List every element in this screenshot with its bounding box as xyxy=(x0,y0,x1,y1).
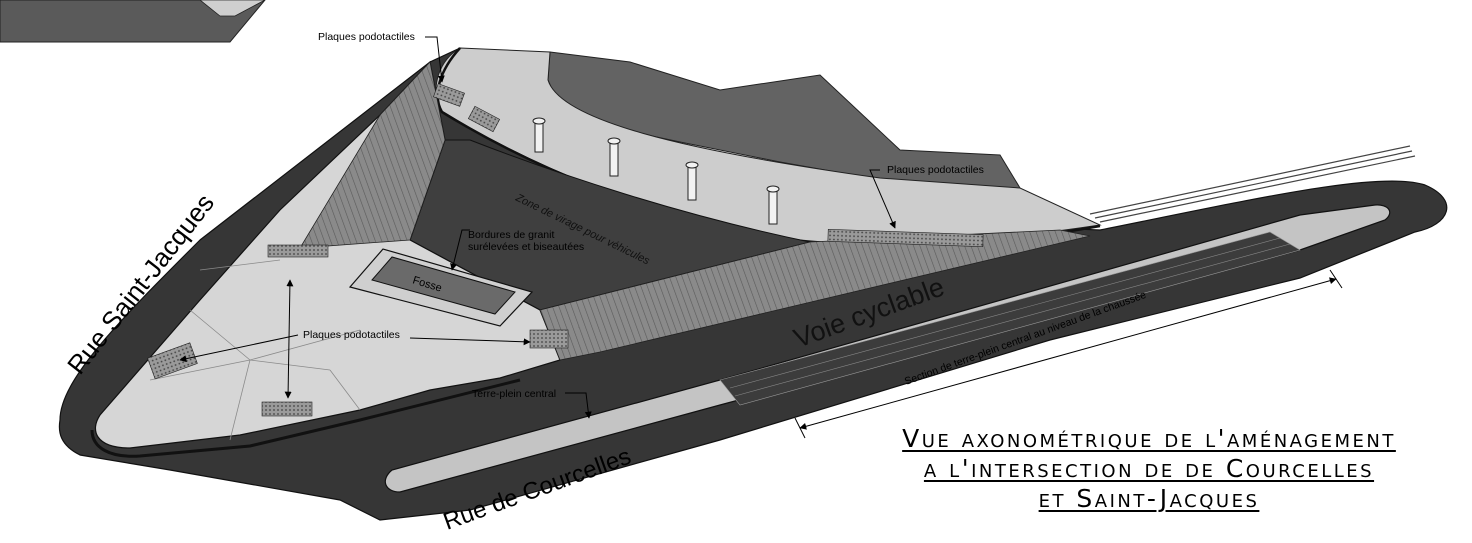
drawing-title: Vue axonométrique de l'aménagement a l'i… xyxy=(826,424,1472,514)
hatched-strip-left xyxy=(299,61,446,249)
rail-lines xyxy=(1089,145,1416,223)
title-line-3: et Saint-Jacques xyxy=(1038,484,1260,513)
fosse-planter xyxy=(348,248,534,327)
tactile-plates xyxy=(147,83,984,417)
label-terre-plein: Terre-plein central xyxy=(472,388,556,400)
corner-sidewalk xyxy=(199,0,266,17)
section-dimension-line xyxy=(794,269,1343,439)
label-bordures-line1: Bordures de granit xyxy=(468,229,554,241)
leader-lines xyxy=(179,36,896,419)
title-line-1: Vue axonométrique de l'aménagement xyxy=(902,424,1396,453)
title-line-2: a l'intersection de de Courcelles xyxy=(923,454,1375,483)
plaza-curb xyxy=(90,378,521,458)
label-plaques-center: Plaques podotactiles xyxy=(303,329,400,341)
label-plaques-top: Plaques podotactiles xyxy=(318,31,415,43)
bollards xyxy=(532,117,780,225)
label-plaques-right: Plaques podotactiles xyxy=(887,164,984,176)
corner-building xyxy=(0,0,266,43)
label-bordures-line2: surélevées et biseautées xyxy=(468,241,584,253)
vehicle-turning-zone xyxy=(409,139,811,311)
